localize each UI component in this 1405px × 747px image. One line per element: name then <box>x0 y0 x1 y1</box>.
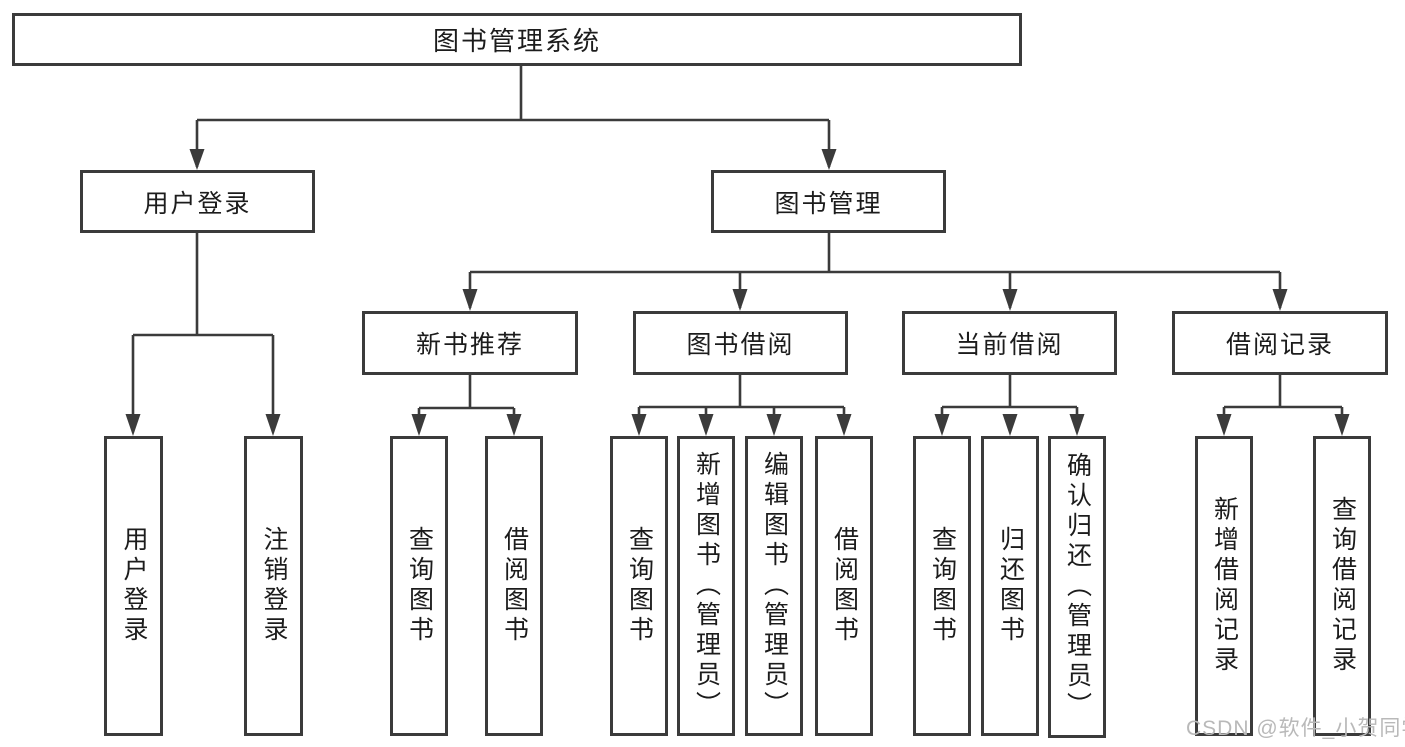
node-label: 新书推荐 <box>415 331 524 359</box>
leaf-confirm-return-admin: 确认归还（管理员） <box>1048 436 1106 738</box>
node-label: 借阅图书 <box>830 526 859 646</box>
leaf-add-borrow-record: 新增借阅记录 <box>1195 436 1253 736</box>
node-label: 借阅图书 <box>500 526 529 646</box>
node-label: 确认归还（管理员） <box>1063 452 1092 722</box>
leaf-query-books-1: 查询图书 <box>390 436 448 736</box>
leaf-query-borrow-record: 查询借阅记录 <box>1313 436 1371 736</box>
node-current-borrowing: 当前借阅 <box>902 311 1117 375</box>
leaf-borrow-books-2: 借阅图书 <box>815 436 873 736</box>
arrowhead-icons <box>125 149 1350 436</box>
node-label: 图书管理 <box>774 189 883 218</box>
node-borrowing-records: 借阅记录 <box>1172 311 1388 375</box>
node-label: 归还图书 <box>996 526 1025 646</box>
node-new-book-recommend: 新书推荐 <box>362 311 578 375</box>
node-label: 查询图书 <box>625 526 654 646</box>
csdn-watermark: CSDN @软件_小贺同学 <box>1186 717 1405 740</box>
node-book-management: 图书管理 <box>711 170 946 233</box>
node-label: 用户登录 <box>143 189 252 218</box>
node-user-login: 用户登录 <box>80 170 315 233</box>
leaf-query-books-2: 查询图书 <box>610 436 668 736</box>
node-label: 注销登录 <box>260 526 288 646</box>
node-root-library-system: 图书管理系统 <box>12 13 1022 66</box>
leaf-edit-books-admin: 编辑图书（管理员） <box>745 436 803 736</box>
leaf-user-login: 用户登录 <box>104 436 163 736</box>
leaf-query-books-3: 查询图书 <box>913 436 971 736</box>
node-label: 新增图书（管理员） <box>692 451 721 721</box>
node-label: 编辑图书（管理员） <box>760 451 789 721</box>
node-book-borrowing: 图书借阅 <box>633 311 848 375</box>
leaf-return-books: 归还图书 <box>981 436 1039 736</box>
node-label: 查询借阅记录 <box>1328 496 1357 676</box>
leaf-logout: 注销登录 <box>244 436 303 736</box>
leaf-borrow-books-1: 借阅图书 <box>485 436 543 736</box>
node-label: 借阅记录 <box>1225 331 1334 359</box>
node-label: 新增借阅记录 <box>1210 496 1239 676</box>
node-label: 查询图书 <box>405 526 434 646</box>
node-label: 图书借阅 <box>686 331 795 359</box>
leaf-add-books-admin: 新增图书（管理员） <box>677 436 735 736</box>
node-label: 查询图书 <box>928 526 957 646</box>
node-label: 当前借阅 <box>955 331 1064 359</box>
node-label: 用户登录 <box>120 526 148 646</box>
node-label: 图书管理系统 <box>432 26 601 56</box>
